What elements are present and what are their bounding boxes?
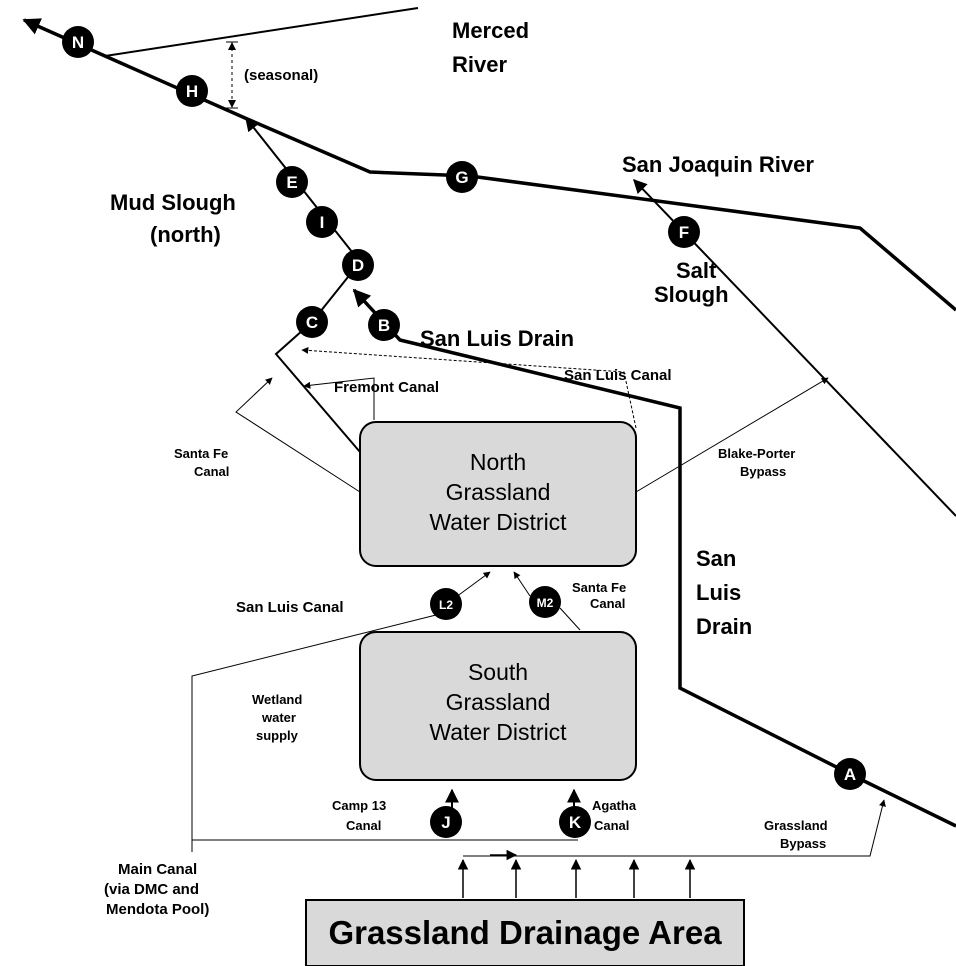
san-luis-canal-top-label: San Luis Canal <box>564 367 672 384</box>
svg-text:H: H <box>186 82 198 101</box>
svg-text:B: B <box>378 316 390 335</box>
merced-river-line <box>104 7 419 57</box>
drainage-outflow-arrows <box>457 799 886 898</box>
site-marker-k: K <box>559 806 591 838</box>
merced-river-label-1: Merced <box>452 18 529 43</box>
site-marker-m2: M2 <box>529 586 561 618</box>
m2-link <box>513 571 531 597</box>
site-marker-g: G <box>446 161 478 193</box>
blake-porter-label-2: Bypass <box>740 464 786 479</box>
main-canal-label-2: (via DMC and <box>104 881 199 898</box>
site-marker-e: E <box>276 166 308 198</box>
san-luis-drain-top-label: San Luis Drain <box>420 326 574 351</box>
site-marker-f: F <box>668 216 700 248</box>
camp13-label-2: Canal <box>346 818 381 833</box>
fremont-canal-label: Fremont Canal <box>334 379 439 396</box>
site-marker-b: B <box>368 309 400 341</box>
site-marker-a: A <box>834 758 866 790</box>
blake-porter-bypass-line <box>635 377 829 493</box>
site-marker-i: I <box>306 206 338 238</box>
santa-fe-canal-mid-label-2: Canal <box>590 596 625 611</box>
site-marker-c: C <box>296 306 328 338</box>
south-grassland-box: South Grassland Water District <box>359 631 637 781</box>
santa-fe-branch <box>274 321 361 453</box>
blake-porter-label-1: Blake-Porter <box>718 446 795 461</box>
south-box-line2: Grassland <box>446 689 551 715</box>
camp13-label-1: Camp 13 <box>332 798 386 813</box>
svg-text:J: J <box>441 813 450 832</box>
site-marker-d: D <box>342 249 374 281</box>
mud-slough-label-1: Mud Slough <box>110 190 236 215</box>
north-box-line2: Grassland <box>446 479 551 505</box>
san-joaquin-river-label: San Joaquin River <box>622 152 814 177</box>
wetland-label-3: supply <box>256 728 299 743</box>
drainage-area-title: Grassland Drainage Area <box>328 914 722 951</box>
santa-fe-canal-line <box>235 377 361 493</box>
wetland-label-1: Wetland <box>252 692 302 707</box>
north-box-line1: North <box>470 449 526 475</box>
site-marker-h: H <box>176 75 208 107</box>
agatha-label-2: Canal <box>594 818 629 833</box>
merced-river-label-2: River <box>452 52 507 77</box>
santa-fe-canal-mid-label-1: Santa Fe <box>572 580 626 595</box>
svg-text:M2: M2 <box>537 596 554 610</box>
svg-text:C: C <box>306 313 318 332</box>
santa-fe-canal-label-1: Santa Fe <box>174 446 228 461</box>
site-marker-l2: L2 <box>430 588 462 620</box>
svg-text:K: K <box>569 813 582 832</box>
wetland-label-2: water <box>261 710 296 725</box>
north-box-line3: Water District <box>429 509 567 535</box>
svg-text:I: I <box>320 213 325 232</box>
svg-text:E: E <box>286 173 297 192</box>
fremont-canal-line <box>303 377 375 420</box>
north-grassland-box: North Grassland Water District <box>359 421 637 567</box>
agatha-label-1: Agatha <box>592 798 637 813</box>
main-canal-label-3: Mendota Pool) <box>106 901 209 918</box>
svg-text:A: A <box>844 765 856 784</box>
san-luis-canal-mid-label: San Luis Canal <box>236 599 344 616</box>
svg-text:G: G <box>455 168 468 187</box>
grassland-bypass-label-2: Bypass <box>780 836 826 851</box>
san-luis-drain-right-label-3: Drain <box>696 614 752 639</box>
svg-text:D: D <box>352 256 364 275</box>
san-luis-drain-right-label-1: San <box>696 546 736 571</box>
south-box-line3: Water District <box>429 719 567 745</box>
seasonal-label: (seasonal) <box>244 67 318 84</box>
grassland-drainage-area-box: Grassland Drainage Area <box>305 899 745 966</box>
svg-text:F: F <box>679 223 689 242</box>
site-marker-n: N <box>62 26 94 58</box>
san-luis-drain-right-label-2: Luis <box>696 580 741 605</box>
main-canal-label-1: Main Canal <box>118 861 197 878</box>
svg-text:L2: L2 <box>439 598 453 612</box>
main-canal-line <box>191 613 441 852</box>
mud-slough-label-2: (north) <box>150 222 221 247</box>
grassland-bypass-label-1: Grassland <box>764 818 828 833</box>
salt-slough-label-1: Salt <box>676 258 717 283</box>
mud-slough-line <box>245 116 362 323</box>
site-marker-j: J <box>430 806 462 838</box>
san-joaquin-river-line <box>22 18 956 312</box>
south-box-line1: South <box>468 659 528 685</box>
san-luis-canal-line <box>301 346 637 429</box>
santa-fe-canal-label-2: Canal <box>194 464 229 479</box>
svg-text:N: N <box>72 33 84 52</box>
salt-slough-label-2: Slough <box>654 282 729 307</box>
